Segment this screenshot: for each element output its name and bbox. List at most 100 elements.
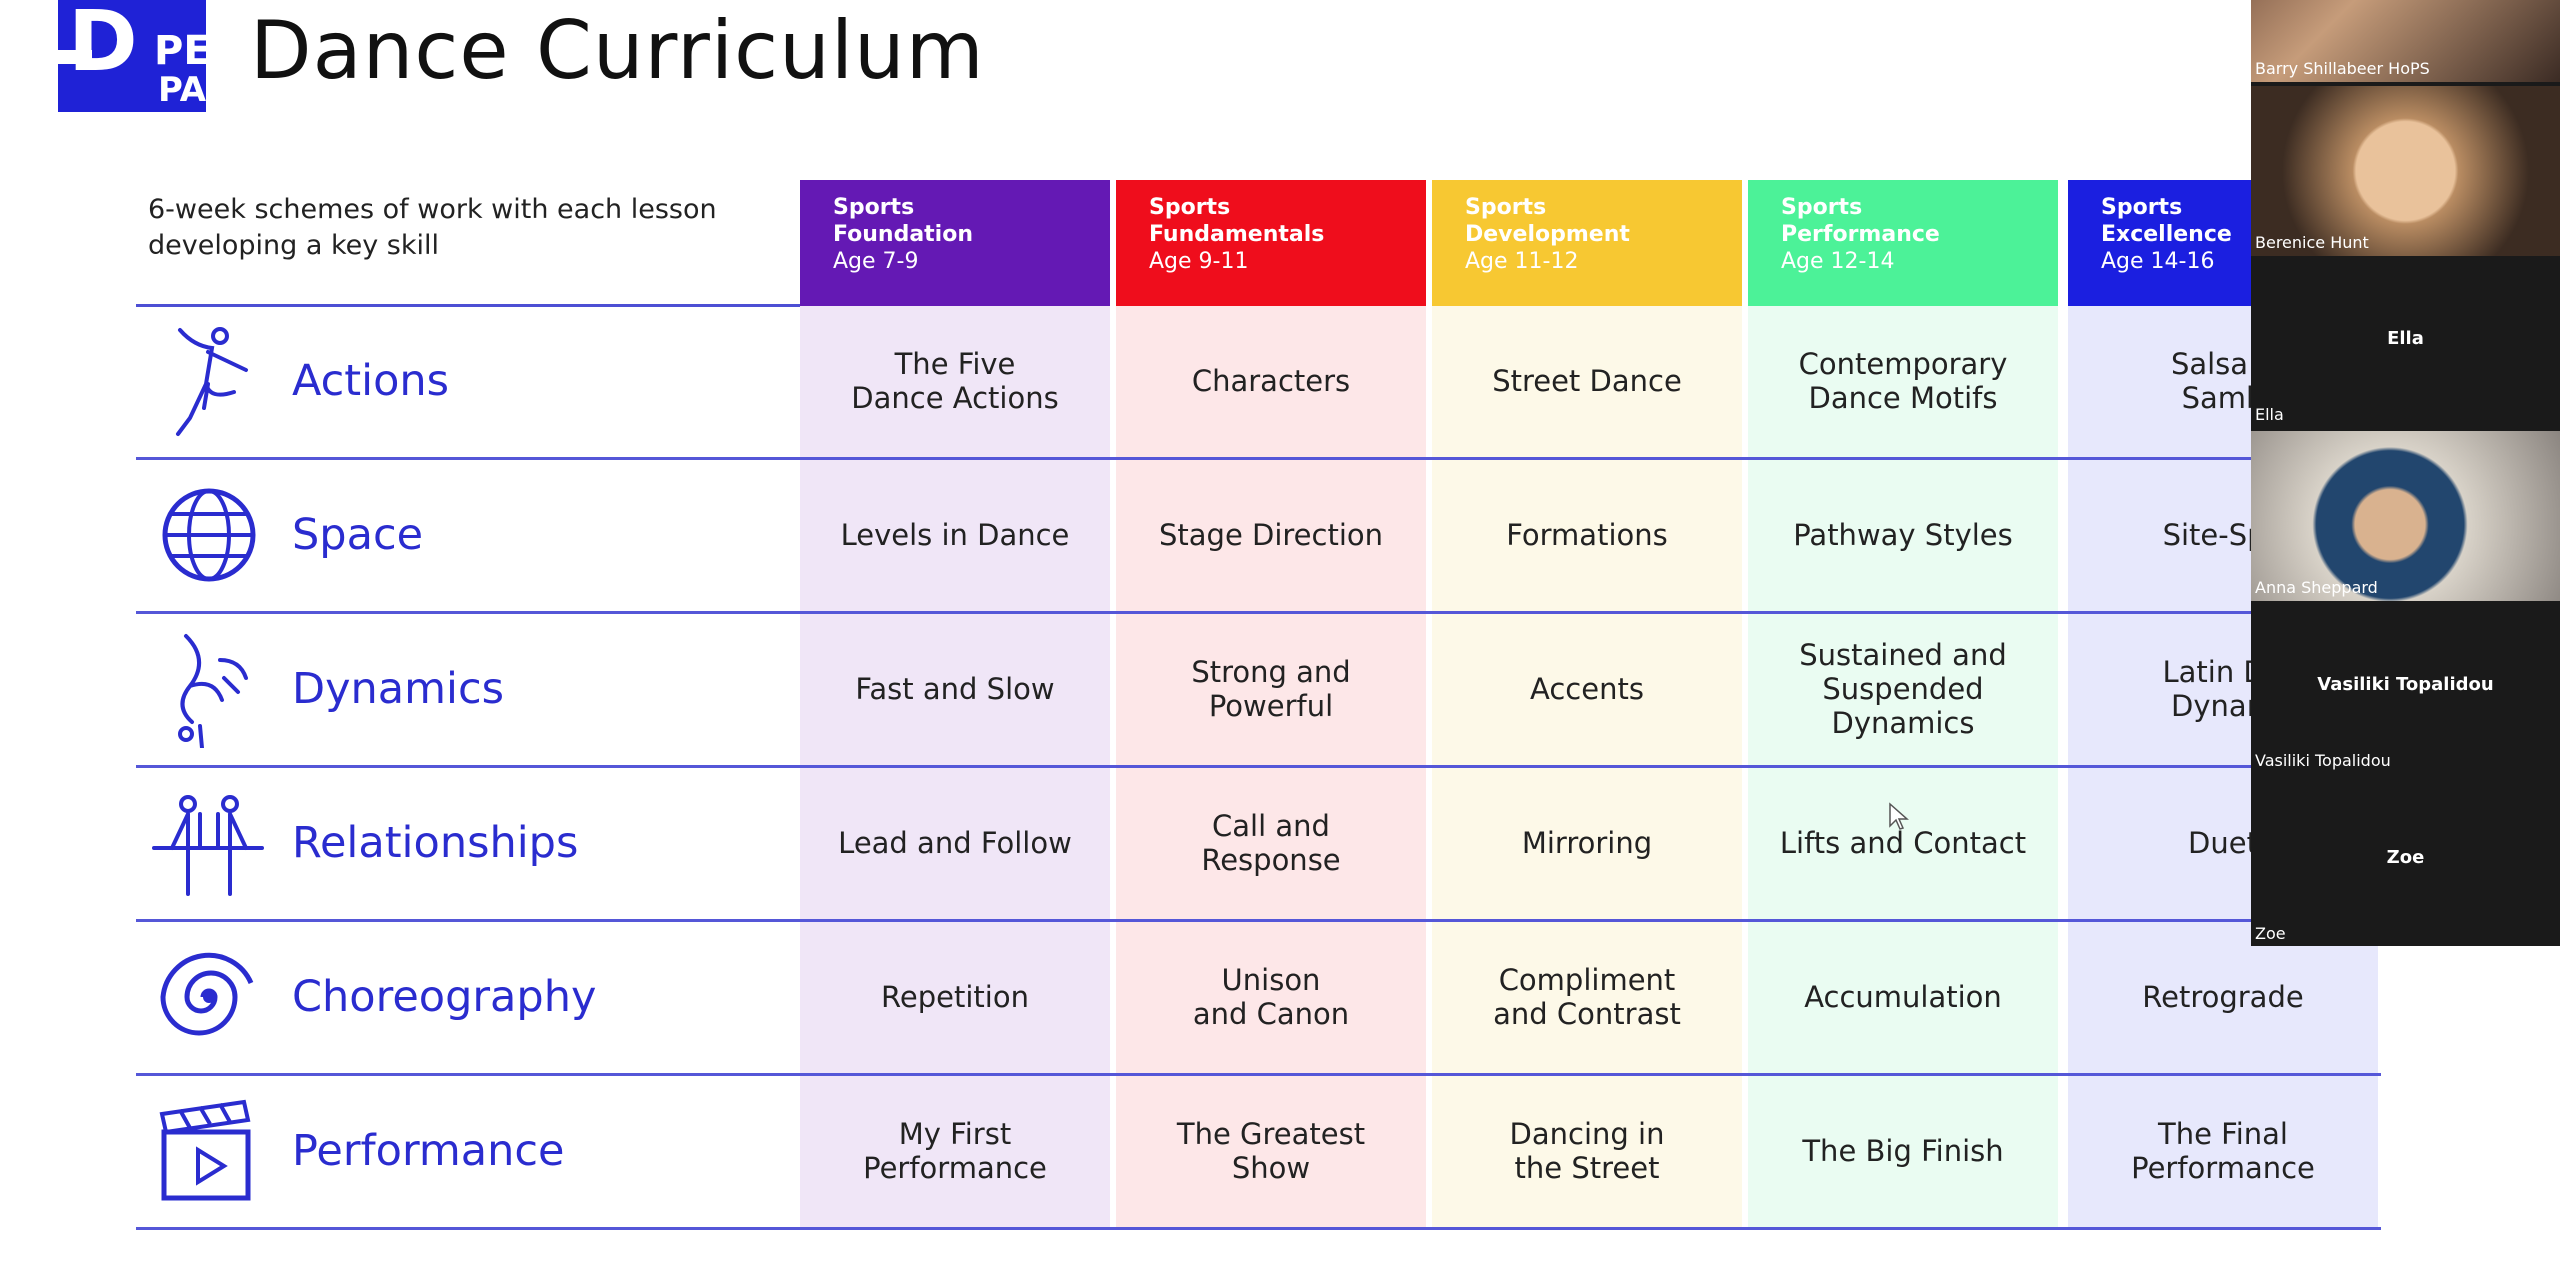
participant-name: Zoe [2255,924,2286,943]
table-cell: Retrograde [2142,980,2304,1014]
column-header-age: Age 12-14 [1781,249,1895,274]
participant-name: Anna Sheppard [2255,578,2378,597]
column-header-title: Sports [833,195,915,220]
table-cell: Pathway Styles [1793,518,2013,552]
table-cell: The Five Dance Actions [851,347,1059,415]
row-label-actions: Actions [150,306,790,456]
row-title: Relationships [292,818,579,868]
row-divider [136,457,2381,460]
logo-pe: PE [154,28,206,74]
row-label-space: Space [150,460,790,610]
column-header-subtitle: Excellence [2101,222,2232,247]
table-cell: Dancing in the Street [1509,1117,1665,1185]
participant-name: Barry Shillabeer HoPS [2255,59,2430,78]
row-label-dynamics: Dynamics [150,614,790,764]
row-title: Actions [292,356,450,406]
dancer-spin-icon [178,634,248,748]
table-cell: Formations [1506,518,1668,552]
column-header-subtitle: Development [1465,222,1630,247]
spiral-icon [160,952,254,1036]
participant-name: Berenice Hunt [2255,233,2369,252]
column-header-title: Sports [2101,195,2183,220]
participant-name: Ella [2255,405,2284,424]
row-label-performance: Performance [150,1076,790,1226]
table-cell: The Final Performance [2131,1117,2315,1185]
table-cell: Strong and Powerful [1191,655,1351,723]
globe-icon [162,488,256,582]
row-title: Space [292,510,424,560]
logo-bar [58,50,92,64]
column-body-2 [1116,306,1426,1230]
row-title: Performance [292,1126,565,1176]
table-cell: Salsa a Samb [2170,347,2275,415]
table-cell: Mirroring [1521,826,1653,860]
participant-tile[interactable]: Berenice Hunt [2251,86,2560,256]
dancer-leap-icon [176,327,248,436]
table-cell: Call and Response [1201,809,1341,877]
row-title: Choreography [292,972,597,1022]
row-divider [136,1227,2381,1230]
column-header-subtitle: Fundamentals [1149,222,1325,247]
column-body-4 [1748,306,2058,1230]
row-divider [136,611,2381,614]
table-cell: The Greatest Show [1176,1117,1366,1185]
column-header-title: Sports [1465,195,1547,220]
clapperboard-icon [159,1099,251,1201]
table-cell: Stage Direction [1158,518,1384,552]
participant-center-name: Ella [2387,328,2424,349]
column-header-age: Age 14-16 [2101,249,2215,274]
table-cell: Levels in Dance [840,518,1070,552]
logo-letter: D [68,0,138,90]
table-cell: Unison and Canon [1192,963,1350,1031]
table-cell: My First Performance [863,1117,1047,1185]
mouse-cursor-icon [1889,802,1909,830]
participant-center-name: Vasiliki Topalidou [2317,674,2494,695]
participant-name: Vasiliki Topalidou [2255,751,2391,770]
column-header-age: Age 9-11 [1149,249,1249,274]
logo-pa: PA [158,70,206,110]
logo: D PE PA [58,0,206,112]
row-label-choreography: Choreography [150,922,790,1072]
page-title: Dance Curriculum [250,4,985,97]
column-header-title: Sports [1781,195,1863,220]
row-divider [136,765,2381,768]
table-cell: Lead and Follow [838,826,1072,860]
participant-tile[interactable]: Barry Shillabeer HoPS [2251,0,2560,82]
two-people-icon [152,795,264,896]
header-divider [136,304,800,307]
column-header-subtitle: Performance [1781,222,1940,247]
row-divider [136,1073,2381,1076]
table-cell: The Big Finish [1802,1134,2004,1168]
table-cell: Lifts and Contact [1779,826,2027,860]
table-cell: Contemporary Dance Motifs [1798,347,2008,415]
table-cell: Fast and Slow [855,672,1055,706]
column-header-age: Age 7-9 [833,249,919,274]
column-body-1 [800,306,1110,1230]
table-cell: Compliment and Contrast [1493,963,1681,1031]
column-header-title: Sports [1149,195,1231,220]
table-cell: Duet [2188,826,2258,860]
table-subtitle: 6-week schemes of work with each lesson … [148,194,717,261]
column-header-subtitle: Foundation [833,222,974,247]
participant-tile[interactable]: Anna Sheppard [2251,431,2560,601]
column-header-age: Age 11-12 [1465,249,1579,274]
row-divider [136,919,2381,922]
table-cell: Accumulation [1804,980,2002,1014]
participant-center-name: Zoe [2386,847,2425,868]
table-cell: Characters [1191,364,1351,398]
row-label-relationships: Relationships [150,768,790,918]
table-cell: Street Dance [1492,364,1682,398]
row-title: Dynamics [292,664,505,714]
table-cell: Accents [1530,672,1644,706]
table-cell: Repetition [881,980,1029,1014]
table-cell: Sustained and Suspended Dynamics [1799,638,2007,740]
column-body-3 [1432,306,1742,1230]
